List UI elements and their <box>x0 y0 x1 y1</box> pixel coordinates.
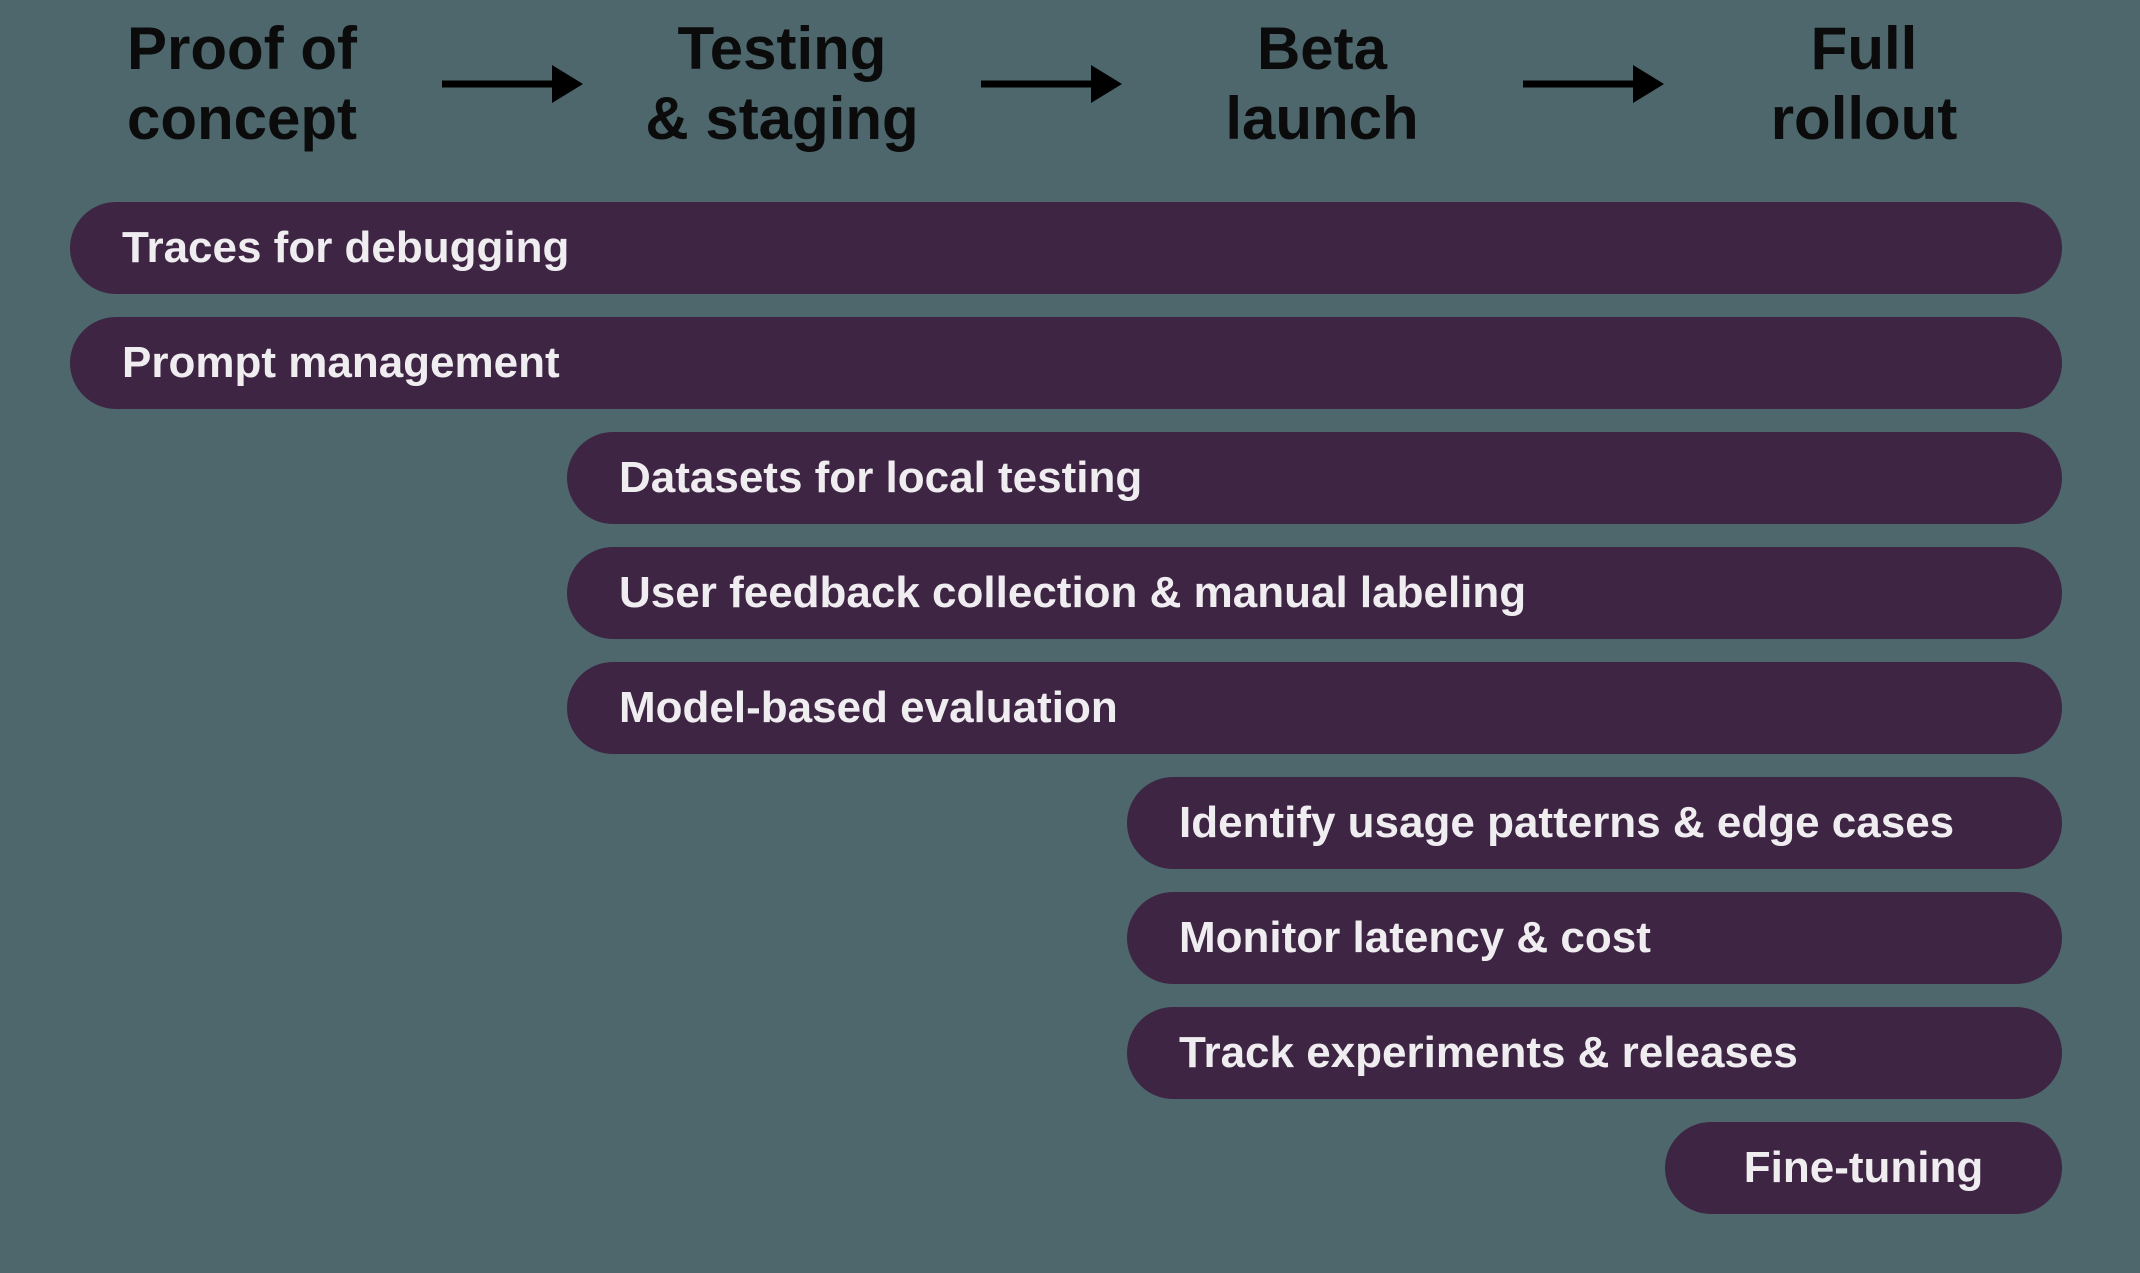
bar-traces-for-debugging: Traces for debugging <box>70 202 2062 294</box>
phase-header-full-rollout: Full rollout <box>1771 14 1958 154</box>
phase-header-proof-of-concept: Proof of concept <box>127 14 357 154</box>
phase-label-line: Beta <box>1256 15 1388 82</box>
phase-label-line: Testing <box>677 15 887 82</box>
bar-label: Monitor latency & cost <box>1179 913 1651 962</box>
arrow-right-icon <box>1523 65 1664 103</box>
bar-fine-tuning: Fine-tuning <box>1665 1122 2062 1214</box>
arrow-right-icon <box>442 65 583 103</box>
bar-user-feedback-collection: User feedback collection & manual labeli… <box>567 547 2062 639</box>
arrow-right-icon <box>981 65 1122 103</box>
phase-label-line: Proof of <box>127 15 357 82</box>
bar-label: Traces for debugging <box>122 223 570 272</box>
phase-label-line: launch <box>1225 85 1419 152</box>
bar-label: Fine-tuning <box>1743 1143 1984 1192</box>
bar-identify-usage-patterns: Identify usage patterns & edge cases <box>1127 777 2062 869</box>
bar-label: User feedback collection & manual labeli… <box>619 568 1527 617</box>
bar-datasets-for-local-testing: Datasets for local testing <box>567 432 2062 524</box>
phase-label-line: rollout <box>1770 85 1958 152</box>
bar-label: Model-based evaluation <box>619 683 1118 732</box>
bar-track-experiments-releases: Track experiments & releases <box>1127 1007 2062 1099</box>
bar-prompt-management: Prompt management <box>70 317 2062 409</box>
bar-label: Datasets for local testing <box>619 453 1143 502</box>
bar-label: Identify usage patterns & edge cases <box>1179 798 1955 847</box>
bar-model-based-evaluation: Model-based evaluation <box>567 662 2062 754</box>
bar-label: Prompt management <box>122 338 560 387</box>
phase-label-line: Full <box>1810 15 1918 82</box>
bar-monitor-latency-cost: Monitor latency & cost <box>1127 892 2062 984</box>
phase-header-beta-launch: Beta launch <box>1225 14 1418 154</box>
phase-label-line: concept <box>126 85 358 152</box>
phase-label-line: & staging <box>645 85 919 152</box>
bar-label: Track experiments & releases <box>1179 1028 1798 1077</box>
phase-header-testing-staging: Testing & staging <box>645 14 918 154</box>
